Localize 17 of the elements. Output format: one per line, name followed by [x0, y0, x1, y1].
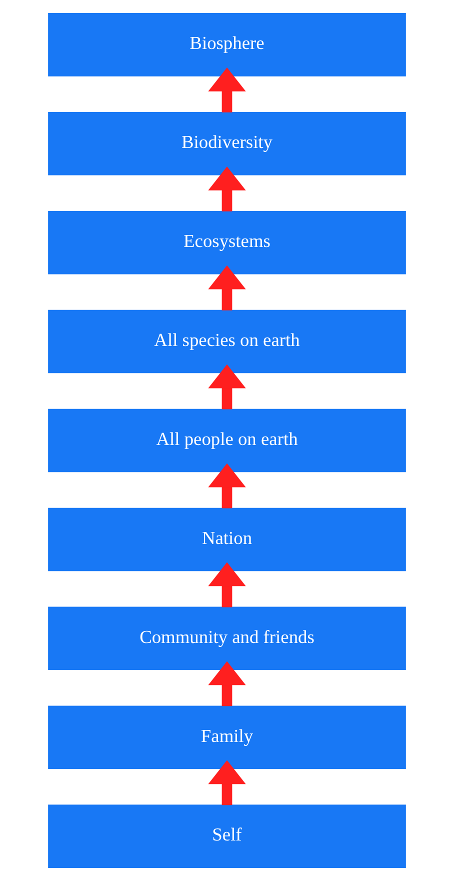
- node-box: Biosphere: [48, 12, 406, 76]
- arrow: [208, 264, 246, 310]
- node-box: Ecosystems: [48, 210, 406, 274]
- node-box: Self: [48, 804, 406, 868]
- arrow: [208, 462, 246, 508]
- node-box: Biodiversity: [48, 111, 406, 175]
- arrow: [208, 66, 246, 112]
- arrow: [208, 562, 246, 607]
- node-box: Community and friends: [48, 606, 406, 670]
- arrow: [208, 760, 246, 805]
- node-box: All people on earth: [48, 408, 406, 472]
- node-box: Family: [48, 705, 406, 769]
- arrow: [208, 660, 246, 706]
- arrow: [208, 364, 246, 409]
- node-box: Nation: [48, 507, 406, 571]
- arrow: [208, 166, 246, 211]
- node-box: All species on earth: [48, 309, 406, 373]
